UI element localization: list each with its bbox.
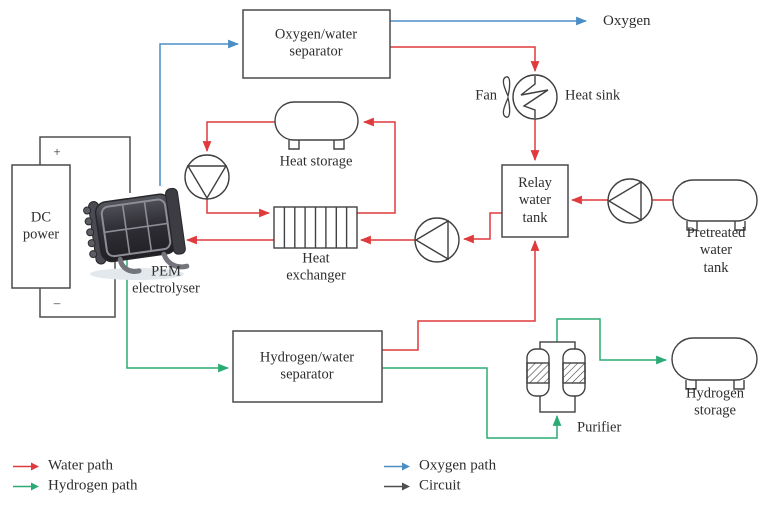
legend-item-water-path: Water path [13, 458, 113, 475]
circuit-arrow-icon [384, 482, 410, 490]
legend-label: Hydrogen path [48, 477, 138, 494]
component-boxes [11, 9, 569, 403]
pem-electrolyser-image [83, 187, 190, 280]
oxygen-water-separator-box [242, 9, 391, 79]
oxygen-pipe-electrolyser-to-separator [159, 39, 240, 186]
purifier-icon [526, 341, 586, 413]
water-path-arrow-icon [13, 462, 39, 470]
water-pipe-heatexchanger-to-heatstorage [357, 117, 396, 214]
water-path-lines [185, 46, 673, 351]
legend-item-hydrogen-path: Hydrogen path [13, 478, 138, 495]
legend-label: Circuit [419, 477, 461, 494]
legend-item-circuit: Circuit [384, 478, 461, 495]
circuit-positive-line [39, 136, 131, 193]
main-circulation-pump-icon [414, 217, 460, 263]
fan-icon [502, 76, 511, 118]
water-pipe-relaytank-to-mainpump [462, 212, 502, 244]
heat-exchanger-icon [273, 206, 358, 249]
legend-label: Water path [48, 457, 114, 474]
hydrogen-path-arrow-icon [13, 482, 39, 490]
hydrogen-water-separator-box [232, 330, 383, 403]
hydrogen-pipe-electrolyser-to-separator [126, 260, 230, 373]
feed-water-pump-icon [607, 178, 653, 224]
circuit-lines [39, 136, 131, 318]
heat-storage-pump-icon [184, 154, 230, 200]
tanks [274, 101, 758, 390]
circuit-negative-line [39, 256, 116, 318]
hydrogen-pipe-purifier-to-storage [556, 318, 668, 365]
legend-label: Oxygen path [419, 457, 497, 474]
heat-sink-icon [512, 74, 558, 120]
pretreated-water-tank-icon [672, 179, 758, 231]
oxygen-path-lines [159, 16, 588, 186]
hydrogen-storage-tank-icon [671, 337, 758, 390]
pumps [184, 154, 653, 263]
water-pipe-separator-to-heatsink [390, 46, 540, 73]
relay-water-tank-box [501, 164, 569, 238]
heat-storage-tank-icon [274, 101, 359, 150]
water-pipe-heatstorage-to-pump [202, 121, 275, 153]
hydrogen-pipe-separator-to-purifier [382, 367, 562, 439]
dc-power-box [11, 164, 71, 289]
legend-item-oxygen-path: Oxygen path [384, 458, 496, 475]
water-pipe-h2separator-to-relaytank [382, 239, 540, 351]
water-pipe-pump-to-heatexchanger [206, 199, 271, 218]
hydrogen-path-lines [126, 260, 668, 439]
oxygen-path-arrow-icon [384, 462, 410, 470]
